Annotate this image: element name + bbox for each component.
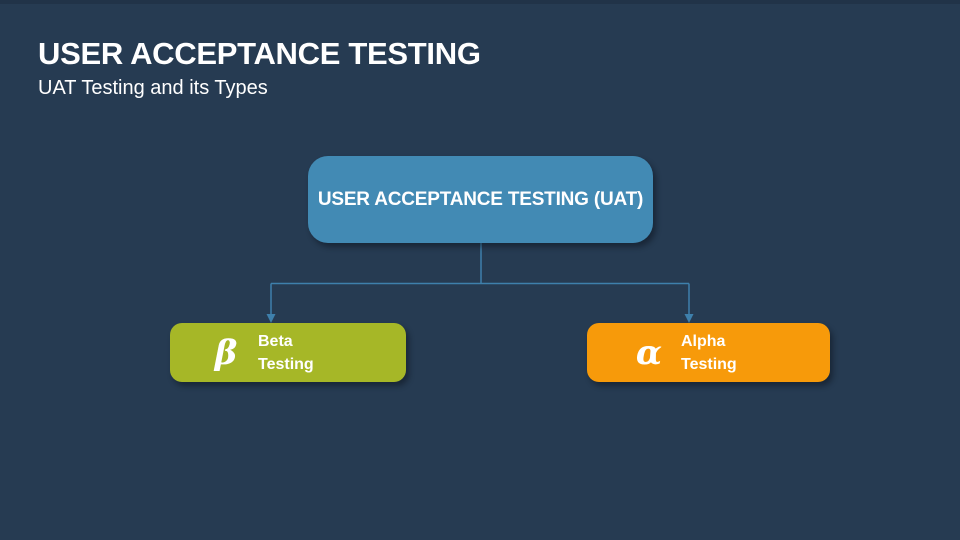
slide-subtitle: UAT Testing and its Types: [38, 76, 268, 99]
alpha-testing-label: Alpha Testing: [681, 330, 737, 376]
connector-elbow-lines: [270, 243, 690, 315]
alpha-testing-label-line2: Testing: [681, 355, 737, 373]
arrowhead-alpha-icon: [684, 314, 694, 323]
arrowhead-beta-icon: [266, 314, 276, 323]
beta-testing-node: β Beta Testing: [170, 323, 406, 382]
alpha-symbol-icon: α: [635, 332, 663, 373]
alpha-testing-node: α Alpha Testing: [587, 323, 830, 382]
beta-symbol-icon: β: [214, 332, 238, 373]
uat-root-node-label: USER ACCEPTANCE TESTING (UAT): [317, 188, 644, 210]
slide-title: USER ACCEPTANCE TESTING: [38, 35, 481, 71]
beta-testing-label-line1: Beta: [258, 332, 293, 350]
beta-testing-label: Beta Testing: [258, 330, 314, 376]
beta-testing-label-line2: Testing: [258, 355, 314, 373]
uat-root-node: USER ACCEPTANCE TESTING (UAT): [308, 156, 653, 243]
alpha-testing-label-line1: Alpha: [681, 332, 726, 350]
slide-top-edge: [0, 0, 960, 4]
